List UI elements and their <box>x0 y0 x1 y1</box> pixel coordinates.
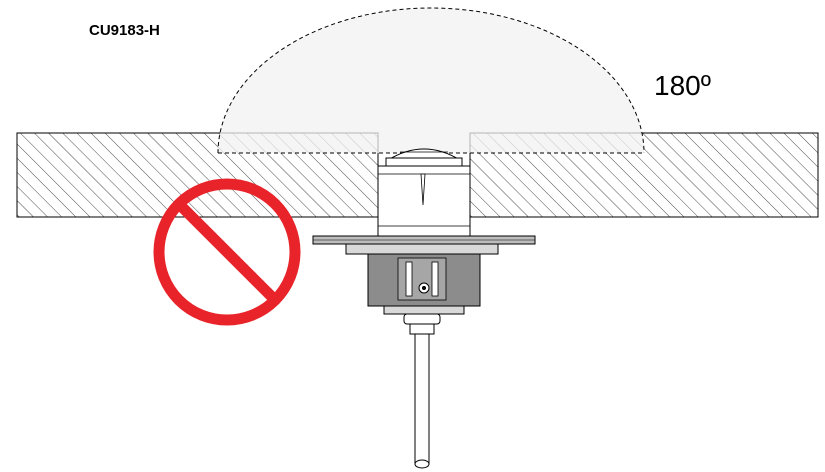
cable-gland <box>403 313 441 335</box>
camera-body <box>377 165 471 237</box>
field-of-view-dome <box>217 7 645 154</box>
mounting-bracket <box>345 243 499 315</box>
angle-label: 180º <box>654 70 711 101</box>
cable <box>414 333 430 469</box>
prohibited-icon <box>153 178 301 326</box>
mounting-plate <box>312 235 536 245</box>
model-label: CU9183-H <box>89 22 160 39</box>
